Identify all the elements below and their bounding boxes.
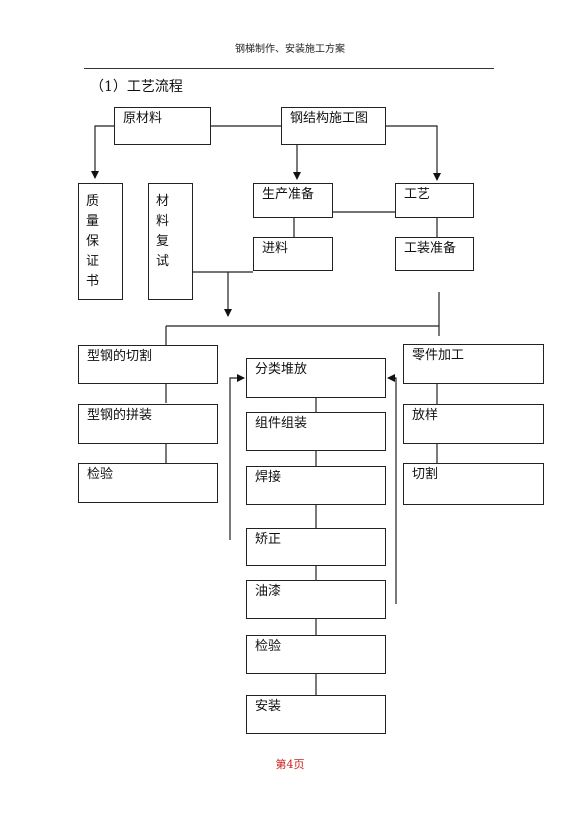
box-cutting-right: 切割 <box>403 463 544 505</box>
arrow-return-right <box>387 374 397 604</box>
box-quality-certificate: 质 量 保 证 书 <box>78 183 123 300</box>
document-header-title: 钢梯制作、安装施工方案 <box>235 44 345 55</box>
box-profile-cutting: 型钢的切割 <box>78 345 218 384</box>
material-recheck-char: 试 <box>156 254 170 269</box>
box-fixture-prep: 工装准备 <box>395 237 474 271</box>
box-component-assembly: 组件组装 <box>246 412 386 451</box>
box-incoming-material: 进料 <box>253 237 333 271</box>
header-divider <box>84 68 494 69</box>
box-painting: 油漆 <box>246 580 386 619</box>
quality-cert-char: 书 <box>86 274 100 289</box>
quality-cert-char: 保 <box>86 234 100 249</box>
page-number: 第4页 <box>275 758 305 771</box>
box-parts-processing: 零件加工 <box>403 344 544 384</box>
box-raw-material: 原材料 <box>114 107 211 145</box>
quality-cert-char: 量 <box>86 214 100 229</box>
box-layout: 放样 <box>403 404 544 444</box>
quality-cert-char: 质 <box>86 194 100 209</box>
box-sort-stack: 分类堆放 <box>246 358 386 398</box>
material-recheck-char: 材 <box>156 194 170 209</box>
section-heading: （1）工艺流程 <box>90 79 183 95</box>
box-inspection-center: 检验 <box>246 635 386 674</box>
box-steel-structure-drawing: 钢结构施工图 <box>281 107 386 145</box>
arrow-return-left <box>229 374 245 540</box>
arrow-raw-to-cert <box>91 125 114 179</box>
box-welding: 焊接 <box>246 466 386 505</box>
box-installation: 安装 <box>246 695 386 734</box>
box-process: 工艺 <box>395 183 474 218</box>
box-production-prep: 生产准备 <box>253 183 333 218</box>
box-straightening: 矫正 <box>246 528 386 566</box>
material-recheck-char: 复 <box>156 234 170 249</box>
box-profile-assembly: 型钢的拼装 <box>78 404 218 444</box>
box-inspection-left: 检验 <box>78 463 218 503</box>
material-recheck-char: 料 <box>156 214 170 229</box>
box-material-recheck: 材 料 复 试 <box>148 183 193 300</box>
quality-cert-char: 证 <box>86 254 100 269</box>
arrow-drawing-to-process <box>386 125 441 181</box>
